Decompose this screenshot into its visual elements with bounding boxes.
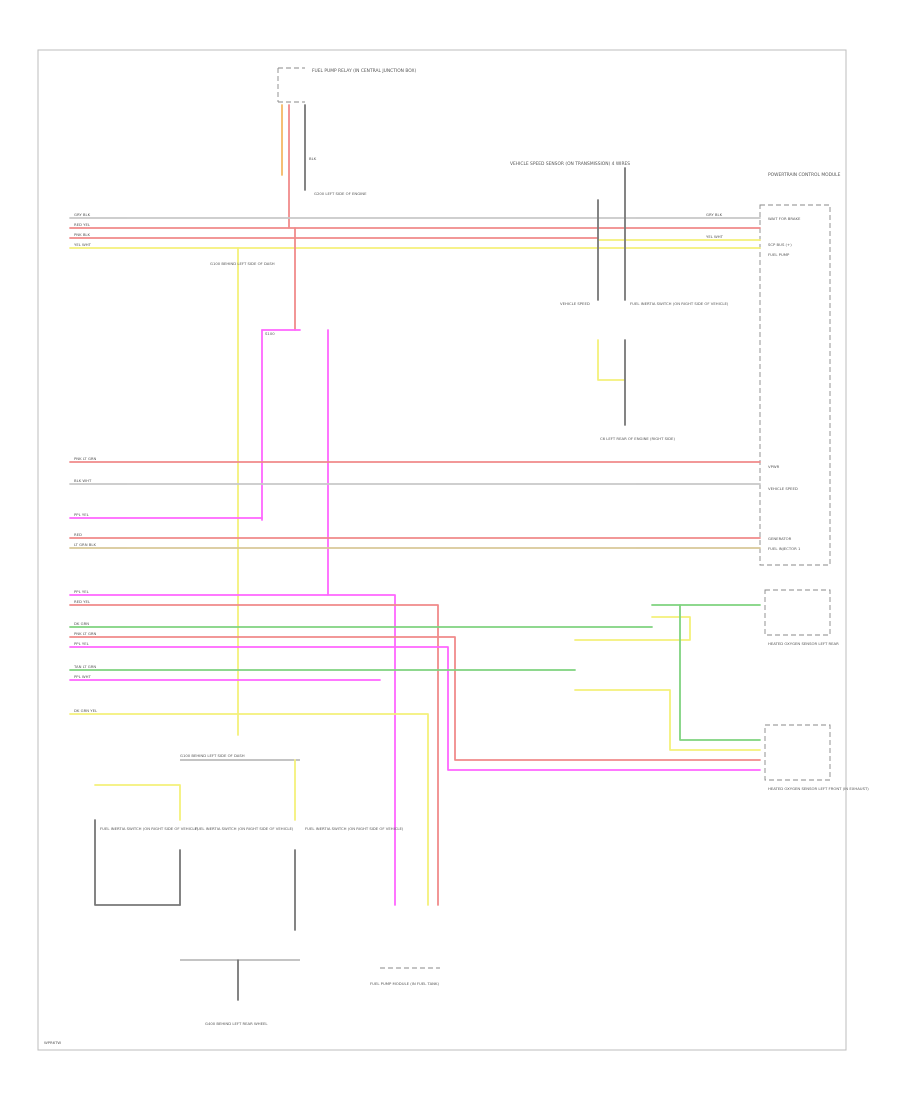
pcm-pin-7: FUEL INJECTOR 1 — [768, 546, 801, 551]
ho2s-rear-yellow — [574, 616, 691, 641]
wire-label-11: RED YEL — [74, 599, 91, 604]
switch-text-1: FUEL INERTIA SWITCH (ON RIGHT SIDE OF VE… — [100, 826, 199, 831]
wire-yellow-3 — [69, 713, 429, 906]
switch-text-3: FUEL INERTIA SWITCH (ON RIGHT SIDE OF VE… — [305, 826, 404, 831]
wire-pink-3 — [69, 646, 761, 771]
diagram-frame — [37, 49, 847, 1051]
wire-label-15: TAN LT GRN — [73, 664, 96, 669]
switch-text-2: FUEL INERTIA SWITCH (ON RIGHT SIDE OF VE… — [195, 826, 294, 831]
wire-label-4: YEL WHT — [74, 242, 92, 247]
ss-wire-3 — [597, 339, 626, 381]
page-ref: WPR6TW — [44, 1040, 61, 1045]
pcm-pin-6: GENERATOR — [768, 536, 792, 541]
switch-yellow-1 — [94, 784, 181, 821]
ground-block-title: G100 BEHIND LEFT SIDE OF DASH — [180, 753, 245, 758]
wire-label-1: GRY BLK — [74, 212, 91, 217]
ground-block-frame — [180, 759, 300, 961]
wire-label-9: LT GRN BLK — [74, 542, 96, 547]
c6-ground-label: C6 LEFT REAR OF ENGINE (RIGHT SIDE) — [600, 436, 675, 441]
pcm-pin-1: WAIT FOR BRAKE — [768, 216, 801, 221]
rear-ho2s-box — [764, 589, 831, 636]
wire-label-17: DK GRN YEL — [74, 708, 98, 713]
rear-ho2s-label: HEATED OXYGEN SENSOR LEFT REAR — [768, 641, 839, 646]
wire-label-1r: GRY BLK — [706, 212, 723, 217]
fuel-pump-relay-box — [277, 67, 305, 103]
pcm-pin-4: VPWR — [768, 464, 780, 469]
front-ho2s-box — [764, 724, 831, 781]
wire-label-2: RED YEL — [74, 222, 91, 227]
yellow-vert-label: G100 BEHIND LEFT SIDE OF DASH — [210, 261, 275, 266]
wire-label-13: PNK LT GRN — [74, 631, 97, 636]
pcm-title: POWERTRAIN CONTROL MODULE — [768, 172, 841, 178]
wire-label-5: PNK LT GRN — [74, 456, 97, 461]
fuel-pump-relay-label: FUEL PUMP RELAY (IN CENTRAL JUNCTION BOX… — [312, 68, 416, 74]
wire-label-3: PNK BLK — [74, 232, 91, 237]
splice-label: S100 — [265, 331, 275, 336]
wire-label-12: DK GRN — [74, 621, 89, 626]
front-ho2s-label: HEATED OXYGEN SENSOR LEFT FRONT (IN EXHA… — [768, 786, 869, 791]
wire-pink-2 — [69, 594, 396, 906]
ss-pins-right: FUEL INERTIA SWITCH (ON RIGHT SIDE OF VE… — [630, 301, 729, 306]
pcm-pin-5: VEHICLE SPEED — [768, 486, 798, 491]
ss-pins-left: VEHICLE SPEED — [560, 301, 590, 306]
pcm-pin-2: SCP BUS (+) — [768, 242, 792, 247]
wire-label-10: PPL YEL — [74, 589, 90, 594]
ho2s-front-yellow — [574, 689, 761, 751]
speed-sensor-label: VEHICLE SPEED SENSOR (ON TRANSMISSION) 4… — [510, 161, 630, 167]
switch-black-1 — [94, 819, 181, 906]
relay-wire-label: BLK — [309, 156, 317, 161]
fuel-pump-module-label: FUEL PUMP MODULE (IN FUEL TANK) — [370, 981, 439, 986]
wire-red-5 — [69, 604, 439, 906]
wire-label-14: PPL YEL — [74, 641, 90, 646]
wire-label-4r: YEL WHT — [706, 234, 724, 239]
pcm-pin-3: FUEL PUMP — [768, 252, 790, 257]
g400-label: G400 BEHIND LEFT REAR WHEEL — [205, 1021, 268, 1026]
pcm-box — [759, 204, 831, 566]
ho2s-front-green — [679, 604, 761, 741]
wire-label-8: RED — [74, 532, 82, 537]
wire-red-6 — [69, 636, 761, 761]
g200-label: G200 LEFT SIDE OF ENGINE — [314, 191, 367, 196]
wire-label-6: BLK WHT — [74, 478, 92, 483]
wire-label-7: PPL YEL — [74, 512, 90, 517]
wire-label-16: PPL WHT — [74, 674, 92, 679]
